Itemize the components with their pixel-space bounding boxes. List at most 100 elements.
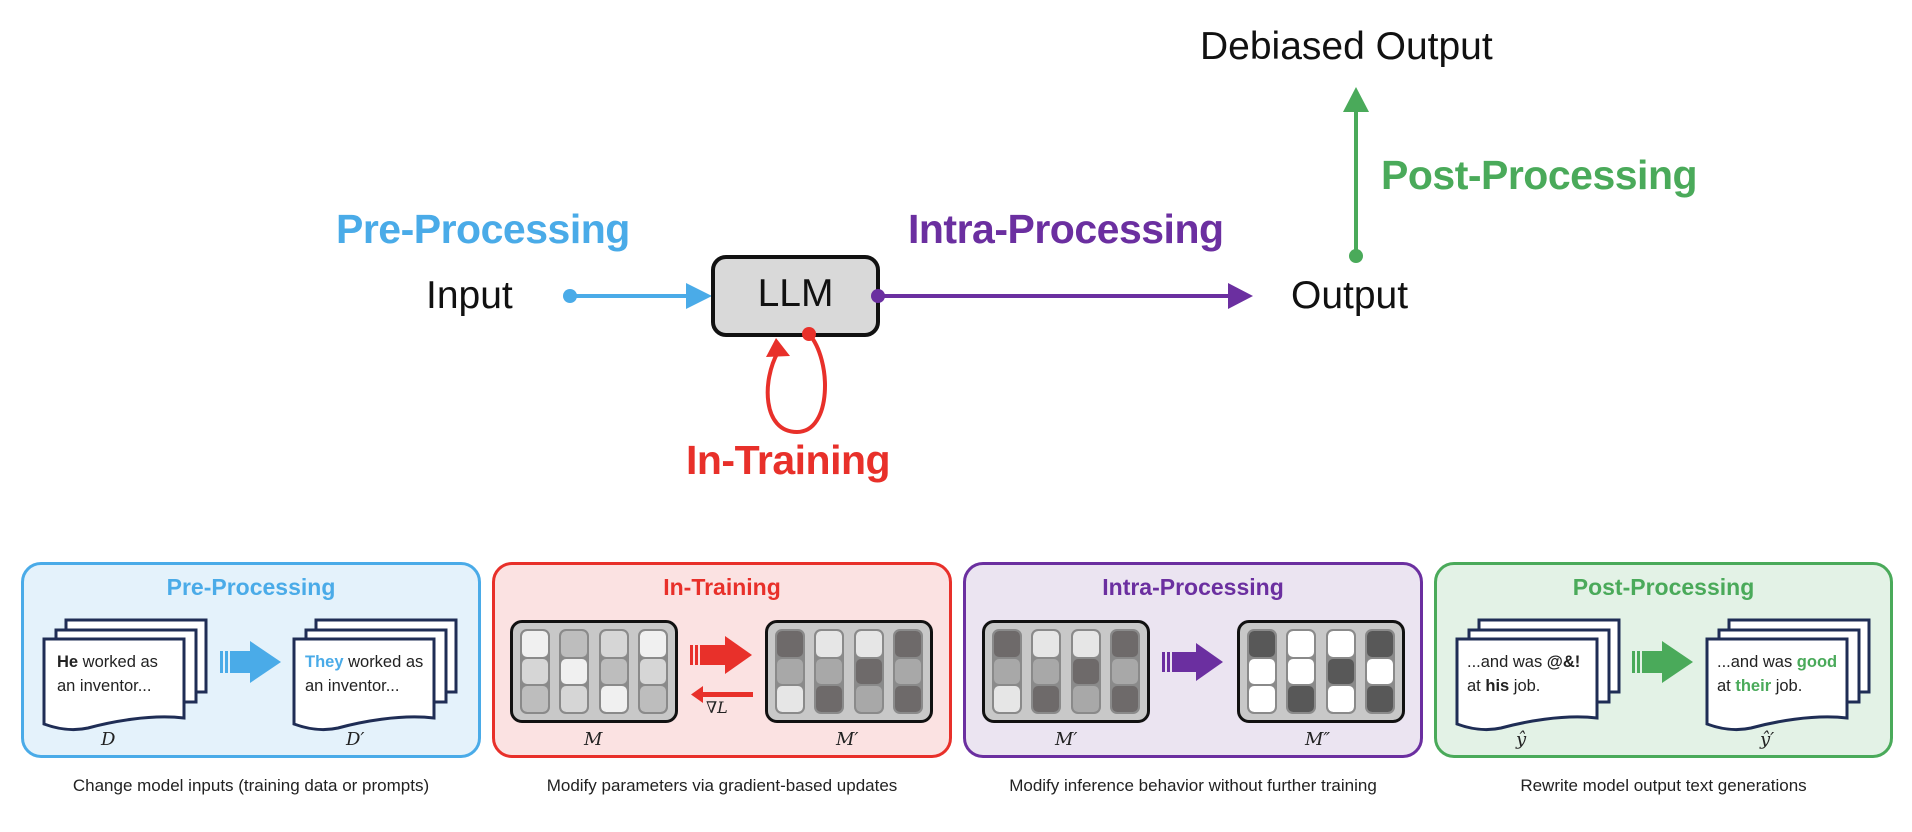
parameter-cell — [1072, 631, 1099, 657]
model-grid-before — [510, 620, 678, 723]
parameter-cell — [994, 631, 1020, 657]
parameter-cell — [639, 631, 666, 657]
parameter-cell — [1033, 686, 1060, 712]
parameter-cell — [639, 686, 666, 712]
parameter-cell — [855, 631, 882, 657]
doc-after-highlight: They — [305, 653, 344, 671]
doc-before-line2: an inventor... — [57, 677, 152, 695]
parameter-cell — [561, 631, 588, 657]
debiased-output-label: Debiased Output — [1200, 25, 1493, 68]
parameter-cell — [777, 686, 803, 712]
parameter-cell — [994, 658, 1020, 685]
parameter-column — [853, 629, 884, 714]
pre-processing-arrow — [563, 283, 712, 309]
doc-after-line1: worked as — [343, 653, 424, 671]
output-before-line2-post: job. — [1509, 677, 1541, 695]
parameter-column — [1109, 629, 1140, 714]
parameter-cell — [1249, 631, 1275, 657]
parameter-column — [637, 629, 668, 714]
updated-model-symbol: M′ — [836, 729, 859, 750]
parameter-cell — [639, 658, 666, 685]
parameter-cell — [561, 686, 588, 712]
parameter-column — [1325, 629, 1356, 714]
doc-before-highlight: He — [57, 653, 79, 671]
parameter-cell — [777, 658, 803, 685]
parameter-cell — [1327, 658, 1354, 685]
parameter-cell — [600, 631, 627, 657]
parameter-cell — [855, 686, 882, 712]
parameter-column — [520, 629, 550, 714]
llm-label: LLM — [757, 272, 834, 315]
output-symbol: ŷ — [1516, 729, 1527, 750]
model-grid-trained — [982, 620, 1150, 723]
output-after-line2-post: job. — [1771, 677, 1803, 695]
parameter-cell — [855, 658, 882, 685]
pre-processing-panel-title: Pre-Processing — [166, 574, 336, 600]
parameter-cell — [1111, 686, 1138, 712]
parameter-cell — [522, 686, 548, 712]
parameter-cell — [600, 658, 627, 685]
parameter-cell — [894, 686, 921, 712]
parameter-cell — [894, 631, 921, 657]
gradient-loss-symbol: ∇L — [706, 698, 728, 717]
intra-processing-panel-title: Intra-Processing — [1102, 574, 1284, 600]
parameter-cell — [1033, 631, 1060, 657]
parameter-cell — [894, 658, 921, 685]
pre-processing-label: Pre-Processing — [336, 206, 630, 252]
parameter-column — [814, 629, 845, 714]
in-training-label: In-Training — [686, 437, 891, 483]
in-training-panel-title: In-Training — [663, 574, 781, 600]
parameter-cell — [1366, 658, 1393, 685]
output-label: Output — [1291, 274, 1409, 317]
parameter-cell — [816, 658, 843, 685]
parameter-cell — [600, 686, 627, 712]
parameter-column — [559, 629, 590, 714]
parameter-cell — [1288, 658, 1315, 685]
parameter-column — [1286, 629, 1317, 714]
parameter-cell — [1327, 686, 1354, 712]
doc-after-line2: an inventor... — [305, 677, 400, 695]
top-diagram-lines — [563, 87, 1369, 435]
output-after-highlight2: their — [1735, 677, 1772, 695]
post-processing-panel-title: Post-Processing — [1572, 574, 1755, 600]
parameter-cell — [1288, 686, 1315, 712]
parameter-cell — [1249, 686, 1275, 712]
parameter-column — [1031, 629, 1062, 714]
parameter-column — [1364, 629, 1395, 714]
input-label: Input — [426, 274, 513, 317]
output-after-line1: ...and was — [1717, 653, 1797, 671]
parameter-cell — [1249, 658, 1275, 685]
parameter-cell — [1072, 658, 1099, 685]
parameter-column — [598, 629, 629, 714]
parameter-cell — [816, 686, 843, 712]
parameter-cell — [561, 658, 588, 685]
doc-after-text: They worked as an inventor... — [305, 650, 423, 698]
output-after-highlight1: good — [1796, 653, 1838, 671]
post-processing-label: Post-Processing — [1381, 152, 1698, 198]
post-processing-caption: Rewrite model output text generations — [1520, 776, 1807, 795]
output-before-line1: ...and was — [1467, 653, 1547, 671]
parameter-column — [1247, 629, 1277, 714]
intra-processing-caption: Modify inference behavior without furthe… — [1009, 776, 1377, 795]
output-before-text: ...and was @&! at his job. — [1467, 650, 1580, 698]
parameter-column — [1070, 629, 1101, 714]
parameter-cell — [1327, 631, 1354, 657]
parameter-cell — [1111, 658, 1138, 685]
pre-processing-caption: Change model inputs (training data or pr… — [72, 776, 430, 795]
parameter-cell — [1366, 631, 1393, 657]
post-processing-arrow — [1343, 87, 1369, 263]
parameter-cell — [522, 658, 548, 685]
output-before-line2-pre: at — [1467, 677, 1486, 695]
inference-model-symbol: M″ — [1305, 729, 1331, 750]
dataset-symbol: D — [101, 729, 116, 750]
output-before-highlight1: @&! — [1546, 653, 1581, 671]
in-training-loop-arrow — [765, 327, 827, 435]
parameter-column — [992, 629, 1022, 714]
trained-model-symbol: M′ — [1055, 729, 1078, 750]
parameter-cell — [816, 631, 843, 657]
parameter-cell — [1288, 631, 1315, 657]
debiased-dataset-symbol: D′ — [346, 729, 365, 750]
parameter-column — [892, 629, 923, 714]
output-after-text: ...and was good at their job. — [1717, 650, 1837, 698]
doc-before-text: He worked as an inventor... — [57, 650, 158, 698]
